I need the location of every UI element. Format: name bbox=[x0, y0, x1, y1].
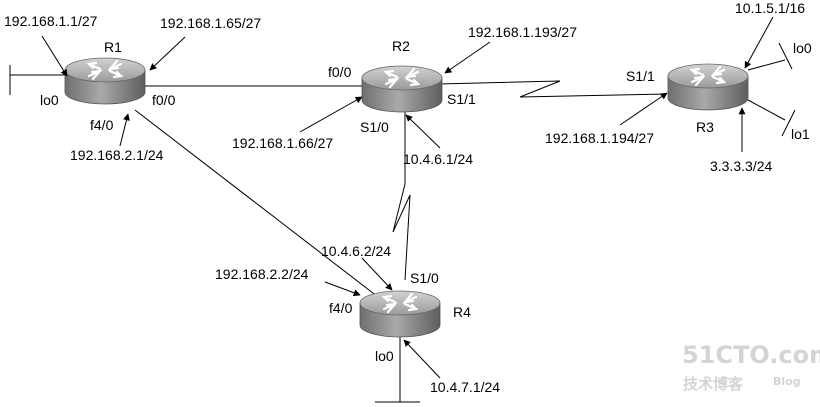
r3-lo0-line bbox=[747, 59, 786, 71]
router-r2[interactable] bbox=[360, 64, 444, 114]
r3-lo1-line bbox=[747, 99, 786, 121]
arrow-r2-f00 bbox=[299, 96, 363, 133]
r1-f00-ip-label: 192.168.1.65/27 bbox=[160, 15, 261, 31]
link-r2-r4-serial bbox=[392, 110, 411, 281]
r2-s11-ip-label: 192.168.1.193/27 bbox=[468, 24, 577, 40]
router-r4[interactable] bbox=[358, 289, 442, 339]
arrow-r1-f00 bbox=[149, 36, 186, 71]
r2-s10-ip-label: 10.4.6.1/24 bbox=[403, 151, 473, 167]
r4-s10-label: S1/0 bbox=[410, 270, 439, 286]
watermark-sub: 技术博客 bbox=[683, 375, 744, 393]
r4-f40-label: f4/0 bbox=[329, 300, 353, 316]
arrows bbox=[41, 16, 774, 379]
r2-f00-ip-label: 192.168.1.66/27 bbox=[232, 135, 333, 151]
links bbox=[9, 42, 796, 403]
arrow-r3-lo0 bbox=[744, 16, 774, 69]
r2-f00-label: f0/0 bbox=[328, 64, 352, 80]
r3-s11-ip-label: 192.168.1.194/27 bbox=[545, 130, 654, 146]
r4-lo0-label: lo0 bbox=[375, 348, 394, 364]
r1-lo0-label: lo0 bbox=[40, 92, 59, 108]
router-r2-name: R2 bbox=[392, 38, 410, 54]
arrow-r2-s11 bbox=[444, 41, 491, 74]
r4-f40-ip-label: 192.168.2.2/24 bbox=[215, 266, 309, 282]
link-r2-r3-serial bbox=[438, 80, 668, 98]
arrow-r1-lo0 bbox=[41, 35, 68, 77]
r1-f40-label: f4/0 bbox=[90, 117, 114, 133]
r1-lo0-ip-label: 192.168.1.1/27 bbox=[4, 13, 98, 29]
r2-s11-label: S1/1 bbox=[447, 91, 476, 107]
arrow-r4-lo0 bbox=[403, 339, 441, 379]
r3-lo0-label: lo0 bbox=[793, 40, 812, 56]
r3-lo1-ip-label: 3.3.3.3/24 bbox=[710, 158, 772, 174]
link-r1-r4 bbox=[134, 109, 383, 301]
router-r1-name: R1 bbox=[104, 39, 122, 55]
r3-s11-label: S1/1 bbox=[626, 68, 655, 84]
r3-lo0-ip-label: 10.1.5.1/16 bbox=[735, 0, 805, 16]
r3-lo1-label: lo1 bbox=[791, 126, 810, 142]
router-r4-name: R4 bbox=[453, 304, 471, 320]
watermark-blog: Blog bbox=[773, 375, 801, 388]
r1-f00-label: f0/0 bbox=[152, 92, 176, 108]
router-r3[interactable] bbox=[666, 62, 750, 112]
arrow-r2-s10 bbox=[405, 114, 441, 149]
watermark-brand: 51CTO.com bbox=[682, 341, 820, 369]
router-r3-name: R3 bbox=[696, 119, 714, 135]
watermark: 51CTO.com 技术博客 Blog bbox=[682, 341, 820, 393]
arrow-r4-s10 bbox=[361, 257, 393, 291]
router-r1[interactable] bbox=[63, 56, 147, 106]
arrow-r1-f40 bbox=[119, 113, 130, 147]
r1-f40-ip-label: 192.168.2.1/24 bbox=[70, 147, 164, 163]
r4-lo0-ip-label: 10.4.7.1/24 bbox=[430, 379, 500, 395]
r4-s10-ip-label: 10.4.6.2/24 bbox=[321, 243, 391, 259]
r3-lo0-cap bbox=[778, 42, 793, 70]
r2-s10-label: S1/0 bbox=[360, 119, 389, 135]
r3-lo1-cap bbox=[781, 109, 796, 137]
arrow-r4-f40 bbox=[324, 281, 361, 297]
arrow-r3-s11 bbox=[619, 92, 668, 126]
